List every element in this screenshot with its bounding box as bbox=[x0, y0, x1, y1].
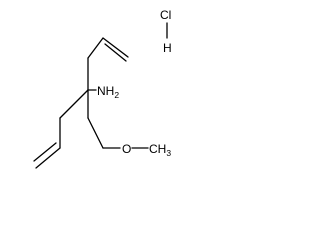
ether-oxygen-label: O bbox=[122, 142, 131, 156]
bond-left-ch-ch2 bbox=[35, 147, 61, 169]
methyl-label: CH3 bbox=[149, 142, 171, 158]
bond-upper-ch2-ch bbox=[87, 37, 104, 59]
bond-c4-left-ch2 bbox=[59, 89, 89, 119]
chemical-structure: Cl H NH2 O CH3 bbox=[33, 8, 172, 169]
bond-upper-ch-ch2 bbox=[102, 37, 129, 58]
amine-label: NH2 bbox=[97, 84, 119, 100]
bond-ch2-ch2 bbox=[87, 117, 104, 149]
salt-chlorine-label: Cl bbox=[160, 8, 171, 22]
salt-hydrogen-label: H bbox=[163, 41, 172, 55]
bond-upper-double-inner bbox=[104, 43, 127, 62]
bond-left-double-inner bbox=[33, 142, 57, 162]
